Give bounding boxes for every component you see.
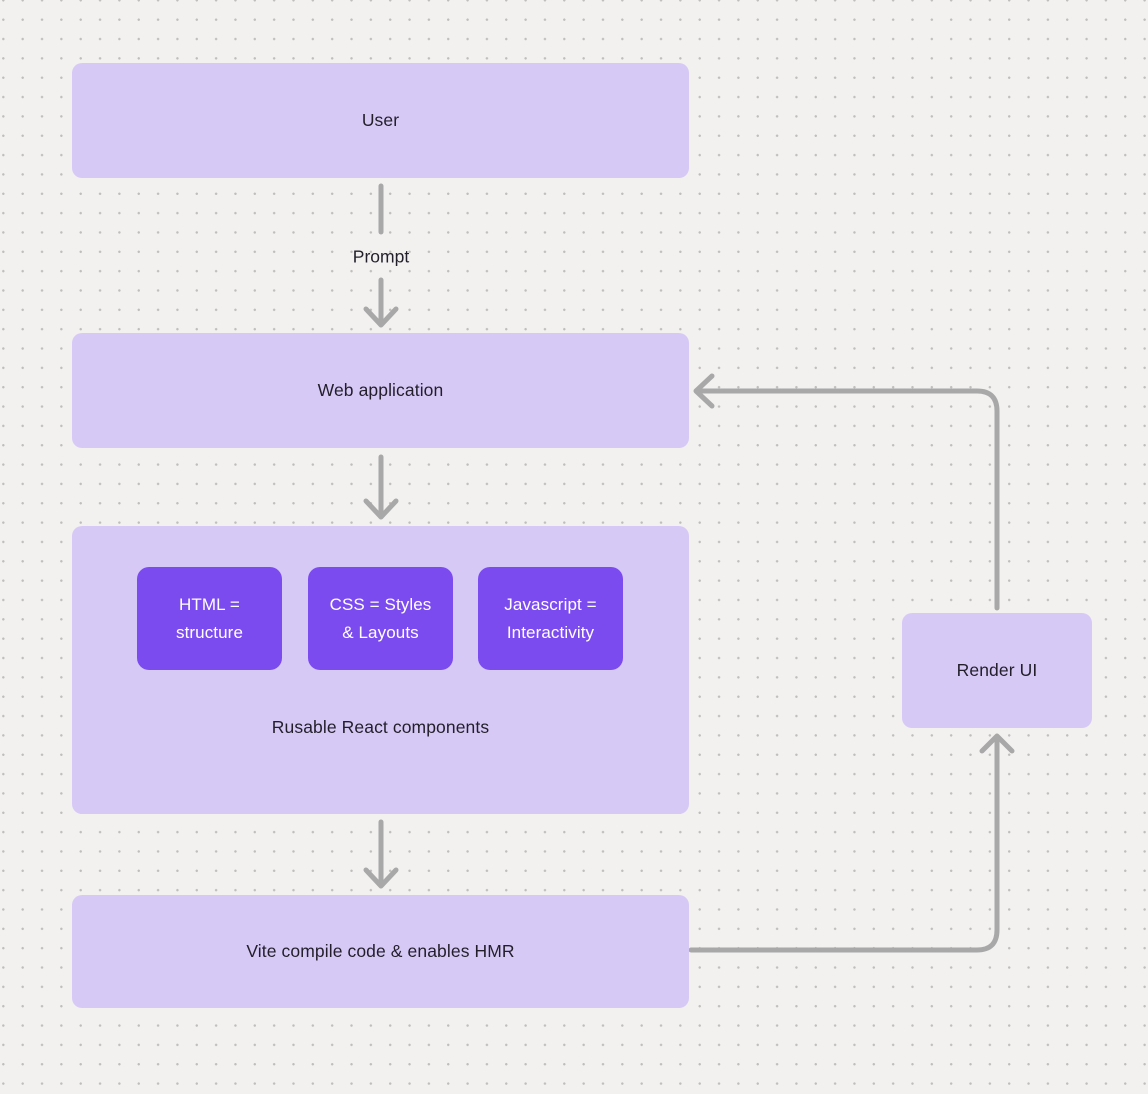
chip-javascript[interactable]: Javascript = Interactivity xyxy=(478,567,623,670)
connector-render-ui-to-webapp[interactable] xyxy=(693,373,1000,611)
edge-label-prompt[interactable]: Prompt xyxy=(352,246,410,267)
node-render-ui[interactable]: Render UI xyxy=(902,613,1092,728)
node-user[interactable]: User xyxy=(72,63,689,178)
connector-user-to-webapp[interactable] xyxy=(363,183,399,328)
chip-html-label: HTML = structure xyxy=(175,594,244,642)
connector-components-to-vite[interactable] xyxy=(363,819,399,889)
node-web-application[interactable]: Web application xyxy=(72,333,689,448)
chip-css[interactable]: CSS = Styles & Layouts xyxy=(308,567,453,670)
arrowhead-up-icon xyxy=(979,733,1015,754)
arrowhead-down-icon xyxy=(363,867,399,889)
react-components-caption: Rusable React components xyxy=(271,717,490,737)
connector-webapp-to-components[interactable] xyxy=(363,454,399,520)
connector-vite-to-render-ui[interactable] xyxy=(688,733,1015,953)
chip-css-label: CSS = Styles & Layouts xyxy=(329,594,432,642)
chip-html[interactable]: HTML = structure xyxy=(137,567,282,670)
node-user-label: User xyxy=(361,110,400,130)
node-vite[interactable]: Vite compile code & enables HMR xyxy=(72,895,689,1008)
node-web-application-label: Web application xyxy=(317,380,444,400)
node-render-ui-label: Render UI xyxy=(956,660,1038,680)
arrowhead-left-icon xyxy=(693,373,715,409)
chip-javascript-label: Javascript = Interactivity xyxy=(504,594,597,642)
node-vite-label: Vite compile code & enables HMR xyxy=(246,941,515,961)
node-react-components-group[interactable]: HTML = structure CSS = Styles & Layouts … xyxy=(72,526,689,814)
arrowhead-down-icon xyxy=(363,498,399,520)
arrowhead-down-icon xyxy=(363,306,399,328)
